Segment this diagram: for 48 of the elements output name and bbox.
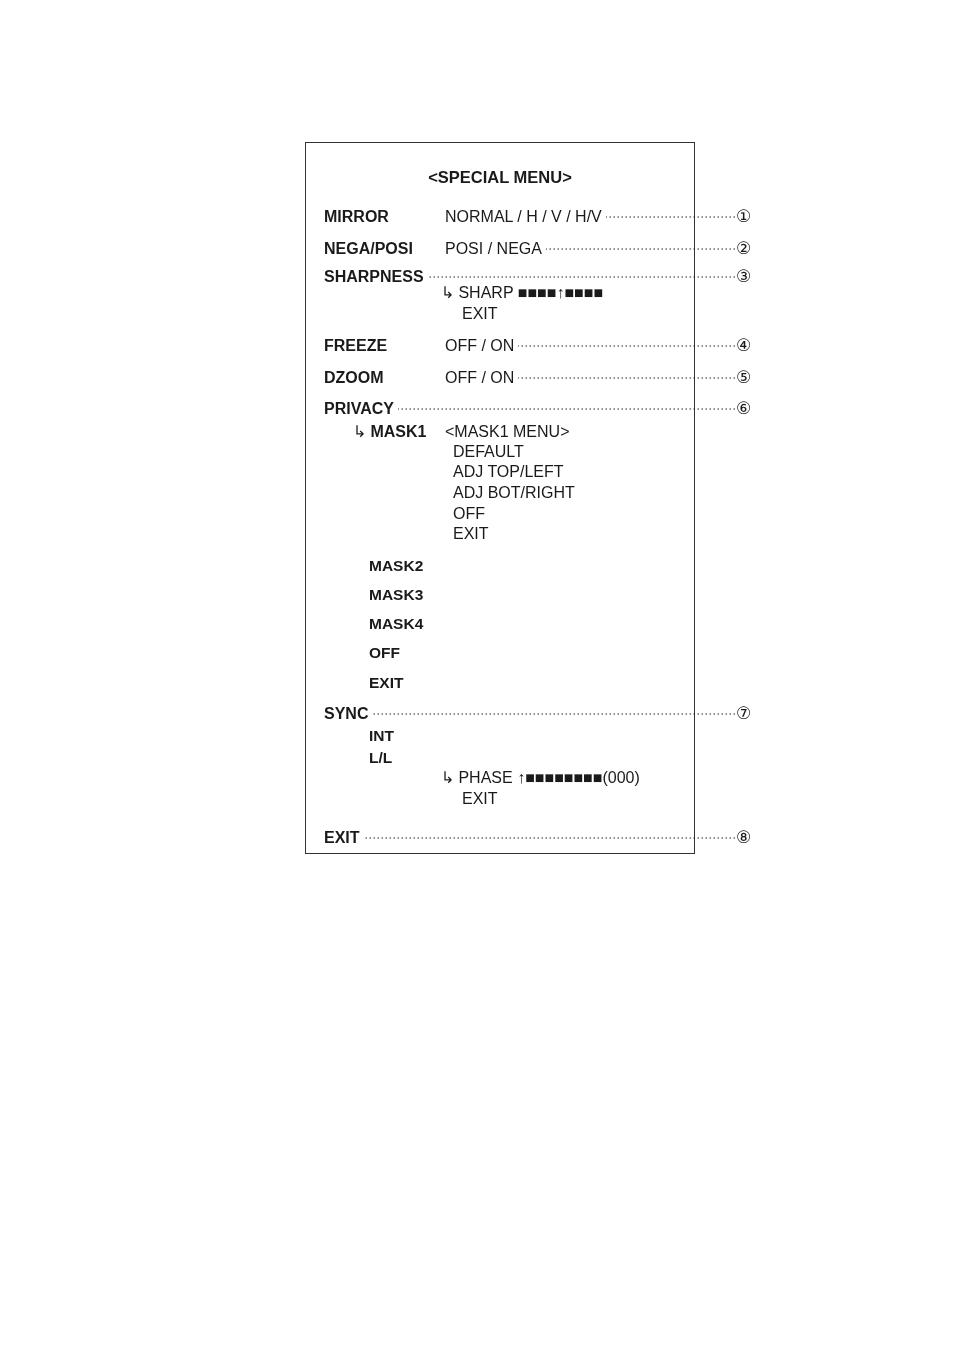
- leader-line: [605, 216, 736, 218]
- callout-number: ⑦: [736, 703, 752, 723]
- menu-option: INT: [369, 726, 394, 746]
- menu-item: EXIT: [324, 828, 360, 848]
- menu-value: NORMAL / H / V / H/V: [445, 207, 602, 227]
- menu-value: OFF / ON: [445, 336, 515, 356]
- menu-option: EXIT: [462, 304, 498, 324]
- callout-number: ③: [736, 266, 752, 286]
- callout-number: ⑤: [736, 367, 752, 387]
- menu-option: DEFAULT: [453, 442, 524, 462]
- menu-option: EXIT: [453, 524, 489, 544]
- menu-option: L/L: [369, 748, 393, 768]
- menu-option: ↳ SHARP ■■■■↑■■■■: [441, 283, 604, 303]
- menu-item: DZOOM: [324, 368, 384, 388]
- menu-value: OFF / ON: [445, 368, 515, 388]
- menu-item: SYNC: [324, 704, 369, 724]
- callout-number: ②: [736, 238, 752, 258]
- menu-option: OFF: [369, 643, 400, 663]
- callout-number: ①: [736, 206, 752, 226]
- menu-option: ↳ MASK1: [353, 422, 427, 442]
- menu-panel: [305, 142, 695, 854]
- leader-line: [397, 408, 736, 410]
- menu-item: FREEZE: [324, 336, 388, 356]
- menu-option: MASK4: [369, 614, 424, 634]
- leader-line: [427, 276, 736, 278]
- menu-option: MASK2: [369, 556, 424, 576]
- menu-option: EXIT: [462, 789, 498, 809]
- menu-value: POSI / NEGA: [445, 239, 542, 259]
- menu-item: NEGA/POSI: [324, 239, 413, 259]
- menu-item: PRIVACY: [324, 399, 394, 419]
- menu-item: SHARPNESS: [324, 267, 424, 287]
- leader-line: [517, 345, 736, 347]
- menu-option: ADJ BOT/RIGHT: [453, 483, 575, 503]
- leader-line: [545, 248, 736, 250]
- menu-option: <MASK1 MENU>: [445, 422, 570, 442]
- menu-item: MIRROR: [324, 207, 389, 227]
- leader-line: [517, 377, 736, 379]
- menu-option: ADJ TOP/LEFT: [453, 462, 564, 482]
- menu-title: <SPECIAL MENU>: [428, 167, 572, 187]
- callout-number: ④: [736, 335, 752, 355]
- menu-option: MASK3: [369, 585, 424, 605]
- callout-number: ⑥: [736, 398, 752, 418]
- leader-line: [371, 713, 736, 715]
- menu-option: OFF: [453, 504, 485, 524]
- menu-option: ↳ PHASE ↑■■■■■■■■(000): [441, 768, 640, 788]
- callout-number: ⑧: [736, 827, 752, 847]
- menu-option: EXIT: [369, 673, 404, 693]
- leader-line: [363, 837, 736, 839]
